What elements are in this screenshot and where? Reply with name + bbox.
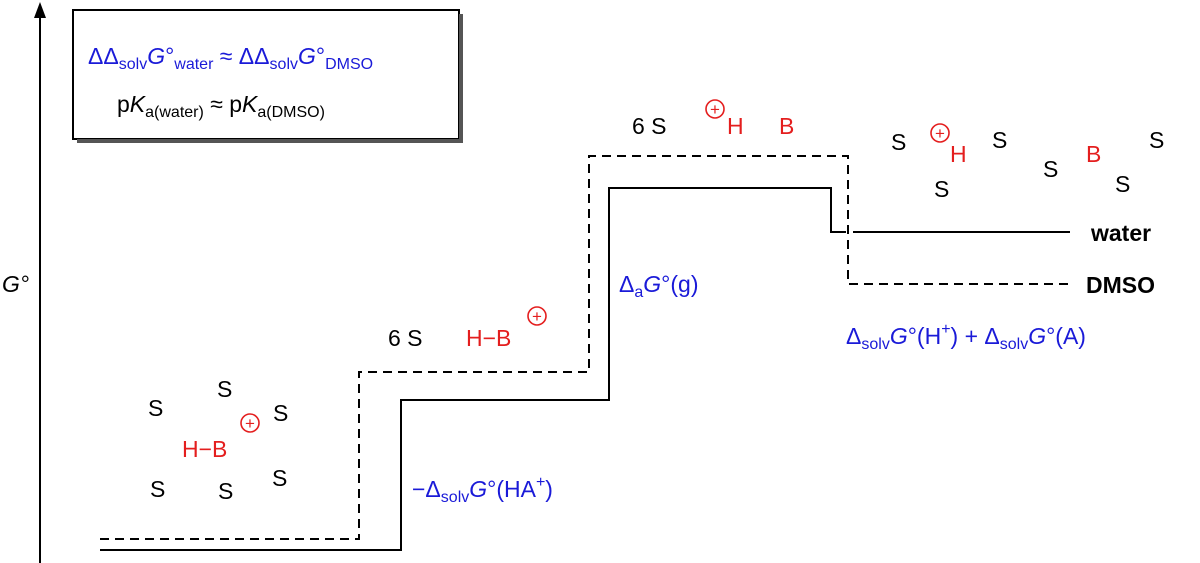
solvent-molecule: S	[1115, 171, 1130, 197]
gas-deprotonation-label: ΔaG°(g)	[619, 271, 698, 301]
solvent-molecule: S	[148, 395, 163, 421]
solvation-ha-label: −ΔsolvG°(HA+)	[412, 474, 553, 506]
plus-charge-sign: +	[710, 100, 720, 119]
plus-charge-sign: +	[532, 307, 542, 326]
plus-charge-sign: +	[245, 414, 255, 433]
plus-charge-circle	[930, 123, 950, 143]
solvent-molecule: S	[272, 465, 287, 491]
solvent-molecule: S	[1149, 127, 1164, 153]
dmso-level-label: DMSO	[1086, 272, 1155, 298]
water-energy-path	[100, 187, 846, 551]
plus-charge-circle	[705, 99, 725, 119]
legend-equation-pka: pKa(water) ≈ pKa(DMSO)	[117, 91, 325, 121]
proton: H	[950, 141, 967, 167]
proton: H	[727, 113, 744, 139]
six-solvent-label: 6 S	[388, 325, 423, 351]
solvent-molecule: S	[217, 376, 232, 402]
legend-box-shadow-bottom	[77, 139, 463, 143]
ion-solvation-label: ΔsolvG°(H+) + ΔsolvG°(A)	[846, 321, 1086, 353]
dmso-energy-path	[100, 155, 1072, 540]
solvent-molecule: S	[218, 478, 233, 504]
plus-charge-circle	[527, 306, 547, 326]
legend-equation-solvation: ΔΔsolvG°water ≈ ΔΔsolvG°DMSO	[88, 43, 373, 73]
base: B	[1086, 141, 1101, 167]
solvated-ions-cluster: S + H S S S B S S	[891, 123, 1164, 202]
g-axis-arrowhead	[34, 2, 46, 18]
solvated-acid-cluster: S S S H−B + S S S	[148, 376, 288, 504]
g-axis-label: G°	[2, 271, 29, 297]
base: B	[779, 113, 794, 139]
plus-charge-sign: +	[935, 124, 945, 143]
solvent-molecule: S	[273, 400, 288, 426]
solvent-molecule: S	[1043, 156, 1058, 182]
solvent-molecule: S	[992, 127, 1007, 153]
acid-hb: H−B	[182, 436, 227, 462]
gas-dissociated-group: 6 S + H B	[632, 99, 794, 139]
six-solvent-label: 6 S	[632, 113, 667, 139]
solvent-molecule: S	[934, 176, 949, 202]
solvent-molecule: S	[891, 129, 906, 155]
desolvated-acid-group: 6 S H−B +	[388, 306, 547, 351]
plus-charge-circle	[240, 413, 260, 433]
legend-box-shadow-right	[459, 14, 463, 143]
acid-hb: H−B	[466, 325, 511, 351]
water-level-label: water	[1090, 220, 1151, 246]
solvent-molecule: S	[150, 476, 165, 502]
